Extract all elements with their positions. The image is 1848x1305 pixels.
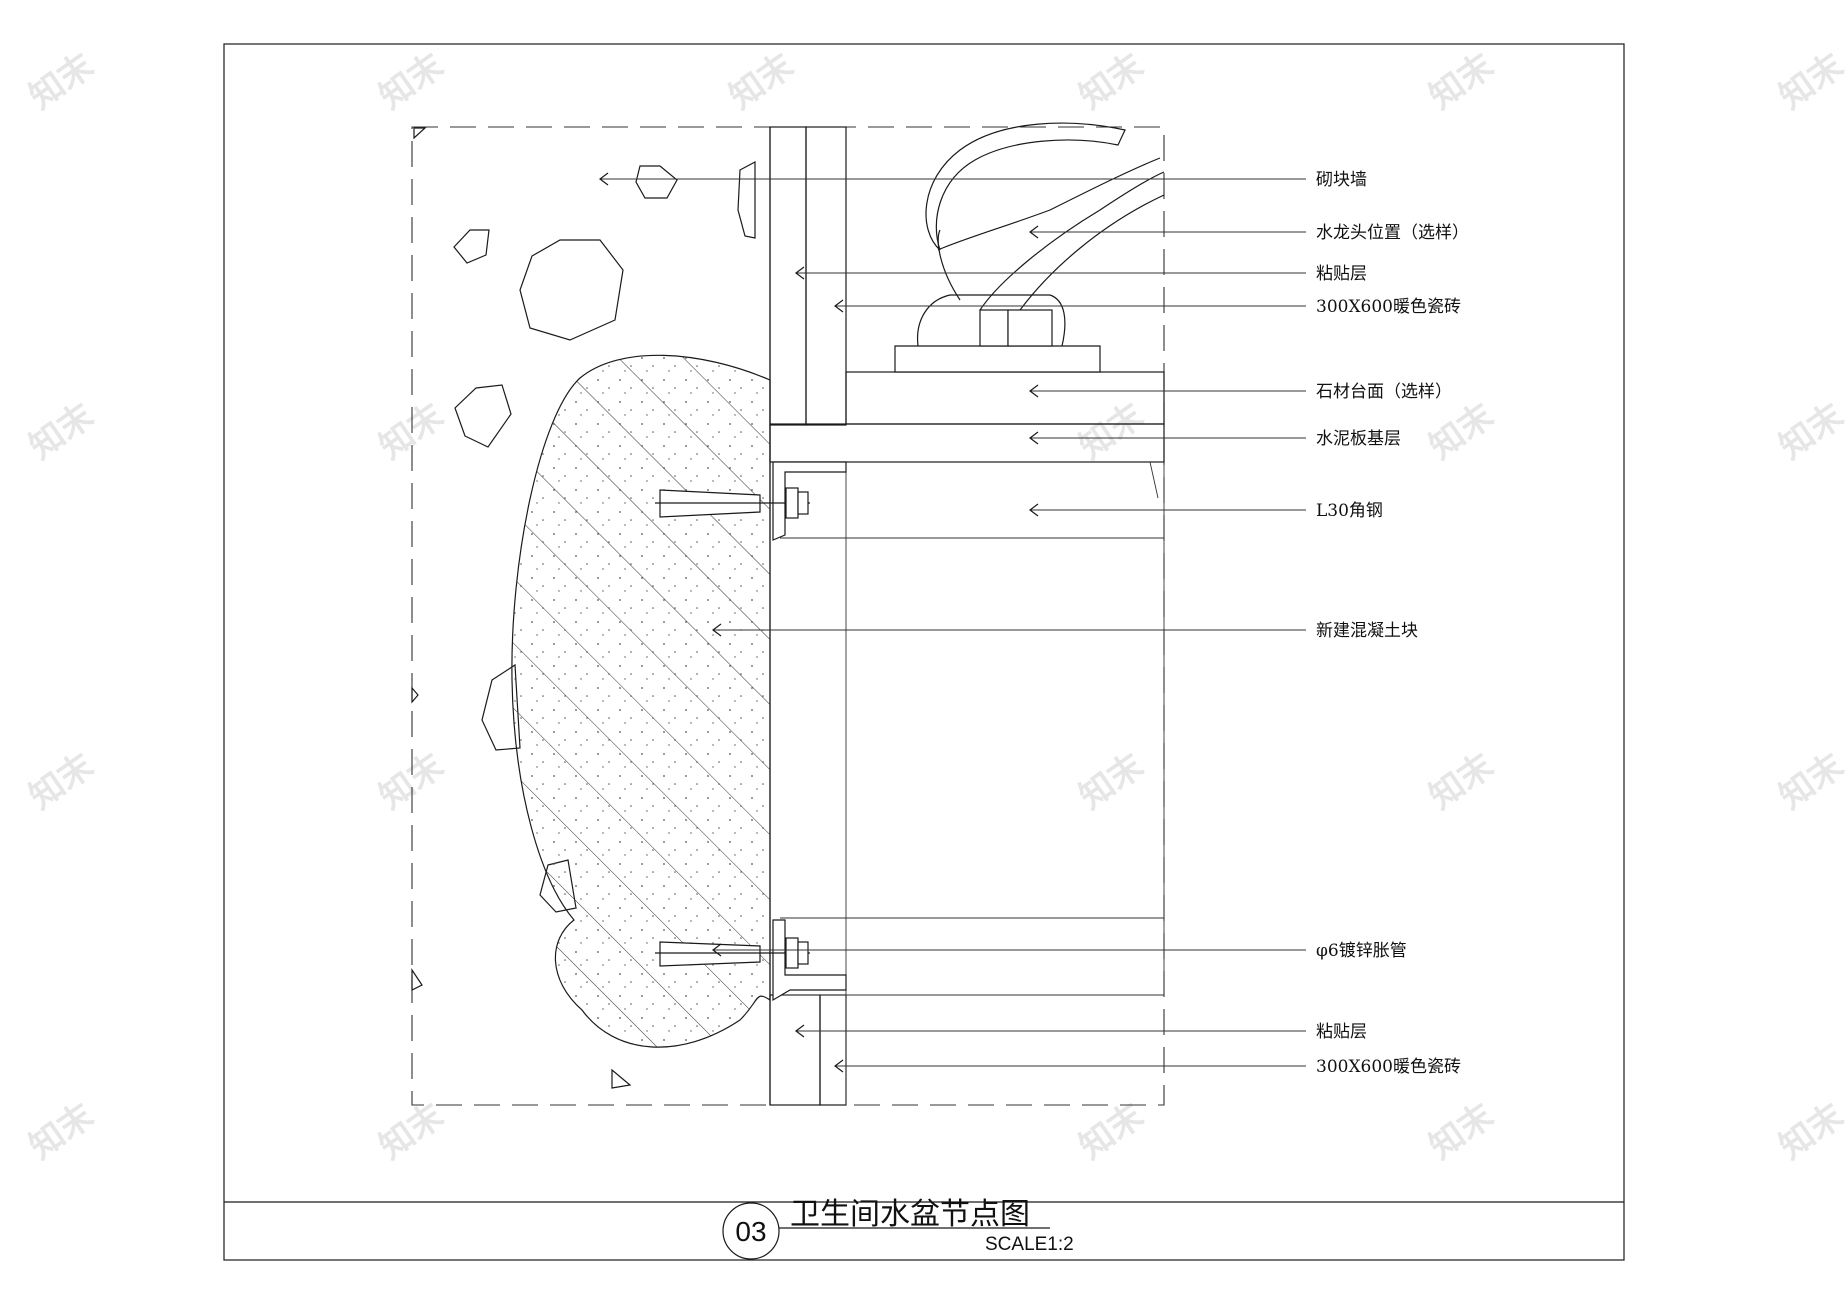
watermark-text: 知末 bbox=[1773, 1096, 1848, 1166]
leader-3: 300X600暖色瓷砖 bbox=[834, 297, 1461, 317]
watermark-text: 知末 bbox=[1423, 1096, 1500, 1166]
expansion-bolt-lower bbox=[655, 937, 810, 969]
leader-arrow bbox=[712, 943, 722, 957]
detail-number: 03 bbox=[735, 1216, 766, 1247]
title-block: 03 卫生间水盆节点图 SCALE1:2 bbox=[722, 1197, 1074, 1260]
leader-5: 水泥板基层 bbox=[1029, 429, 1401, 449]
new-concrete-block bbox=[511, 354, 771, 1048]
vanity-support-frame bbox=[780, 461, 1165, 1105]
watermark-text: 知末 bbox=[1423, 746, 1500, 816]
angle-steel bbox=[772, 461, 847, 1002]
leader-arrow bbox=[795, 1024, 805, 1038]
drawing-title: 卫生间水盆节点图 bbox=[790, 1197, 1030, 1232]
leader-arrow bbox=[1029, 431, 1039, 445]
watermark-text: 知末 bbox=[1073, 46, 1150, 116]
leader-arrow bbox=[1029, 225, 1039, 239]
leader-label: 新建混凝土块 bbox=[1316, 621, 1418, 641]
leader-4: 石材台面（选样） bbox=[1029, 382, 1452, 402]
watermark-text: 知末 bbox=[1773, 46, 1848, 116]
leader-10: 300X600暖色瓷砖 bbox=[834, 1057, 1461, 1077]
watermark-text: 知末 bbox=[23, 46, 100, 116]
leader-arrow bbox=[834, 1059, 844, 1073]
leader-label: L30角钢 bbox=[1316, 501, 1383, 521]
detail-number-circle bbox=[722, 1202, 780, 1260]
watermark-text: 知末 bbox=[723, 46, 800, 116]
drawing-scale: SCALE1:2 bbox=[985, 1234, 1074, 1255]
watermark-text: 知末 bbox=[1773, 396, 1848, 466]
leader-arrow bbox=[712, 623, 722, 637]
leader-arrow bbox=[1029, 503, 1039, 517]
leader-label: 粘贴层 bbox=[1316, 1022, 1367, 1042]
block-wall-aggregate bbox=[411, 127, 756, 1089]
drawing-frame bbox=[223, 43, 1625, 1261]
leader-label: 水龙头位置（选样） bbox=[1316, 223, 1469, 243]
leader-8: φ6镀锌胀管 bbox=[712, 941, 1407, 961]
watermark-text: 知末 bbox=[1073, 746, 1150, 816]
watermark-text: 知末 bbox=[373, 46, 450, 116]
cement-board-base bbox=[769, 423, 1165, 463]
leader-6: L30角钢 bbox=[1029, 501, 1383, 521]
leader-arrow bbox=[1029, 384, 1039, 398]
watermark-text: 知末 bbox=[23, 746, 100, 816]
faucet bbox=[894, 122, 1165, 373]
watermark-text: 知末 bbox=[1423, 396, 1500, 466]
leader-label: 砌块墙 bbox=[1316, 170, 1367, 190]
adhesive-layer-lower bbox=[769, 994, 821, 1106]
leader-1: 水龙头位置（选样） bbox=[1029, 223, 1469, 243]
leader-label: 水泥板基层 bbox=[1316, 429, 1401, 449]
watermark-text: 知末 bbox=[23, 396, 100, 466]
watermark-text: 知末 bbox=[1073, 1096, 1150, 1166]
leader-label: 300X600暖色瓷砖 bbox=[1316, 297, 1461, 317]
watermark-text: 知末 bbox=[23, 1096, 100, 1166]
leader-label: 石材台面（选样） bbox=[1316, 382, 1452, 402]
leader-7: 新建混凝土块 bbox=[712, 621, 1418, 641]
leader-2: 粘贴层 bbox=[795, 264, 1367, 284]
leader-arrow bbox=[834, 299, 844, 313]
leader-label: 粘贴层 bbox=[1316, 264, 1367, 284]
watermark-text: 知末 bbox=[1423, 46, 1500, 116]
leader-arrow bbox=[599, 172, 609, 186]
watermark-text: 知末 bbox=[1073, 396, 1150, 466]
expansion-bolt-upper bbox=[655, 487, 810, 519]
leader-0: 砌块墙 bbox=[599, 170, 1367, 190]
watermark-text: 知末 bbox=[373, 1096, 450, 1166]
watermark-text: 知末 bbox=[1773, 746, 1848, 816]
leader-9: 粘贴层 bbox=[795, 1022, 1367, 1042]
leader-label: φ6镀锌胀管 bbox=[1316, 941, 1407, 961]
leader-label: 300X600暖色瓷砖 bbox=[1316, 1057, 1461, 1077]
tile-layer-upper bbox=[805, 126, 847, 426]
tile-layer-lower bbox=[819, 994, 847, 1106]
leader-arrow bbox=[795, 266, 805, 280]
watermark-layer: 知末知末知末知末知末知末知末知末知末知末知末知末知末知末知末知末知末知末知末知末… bbox=[23, 46, 1848, 1166]
